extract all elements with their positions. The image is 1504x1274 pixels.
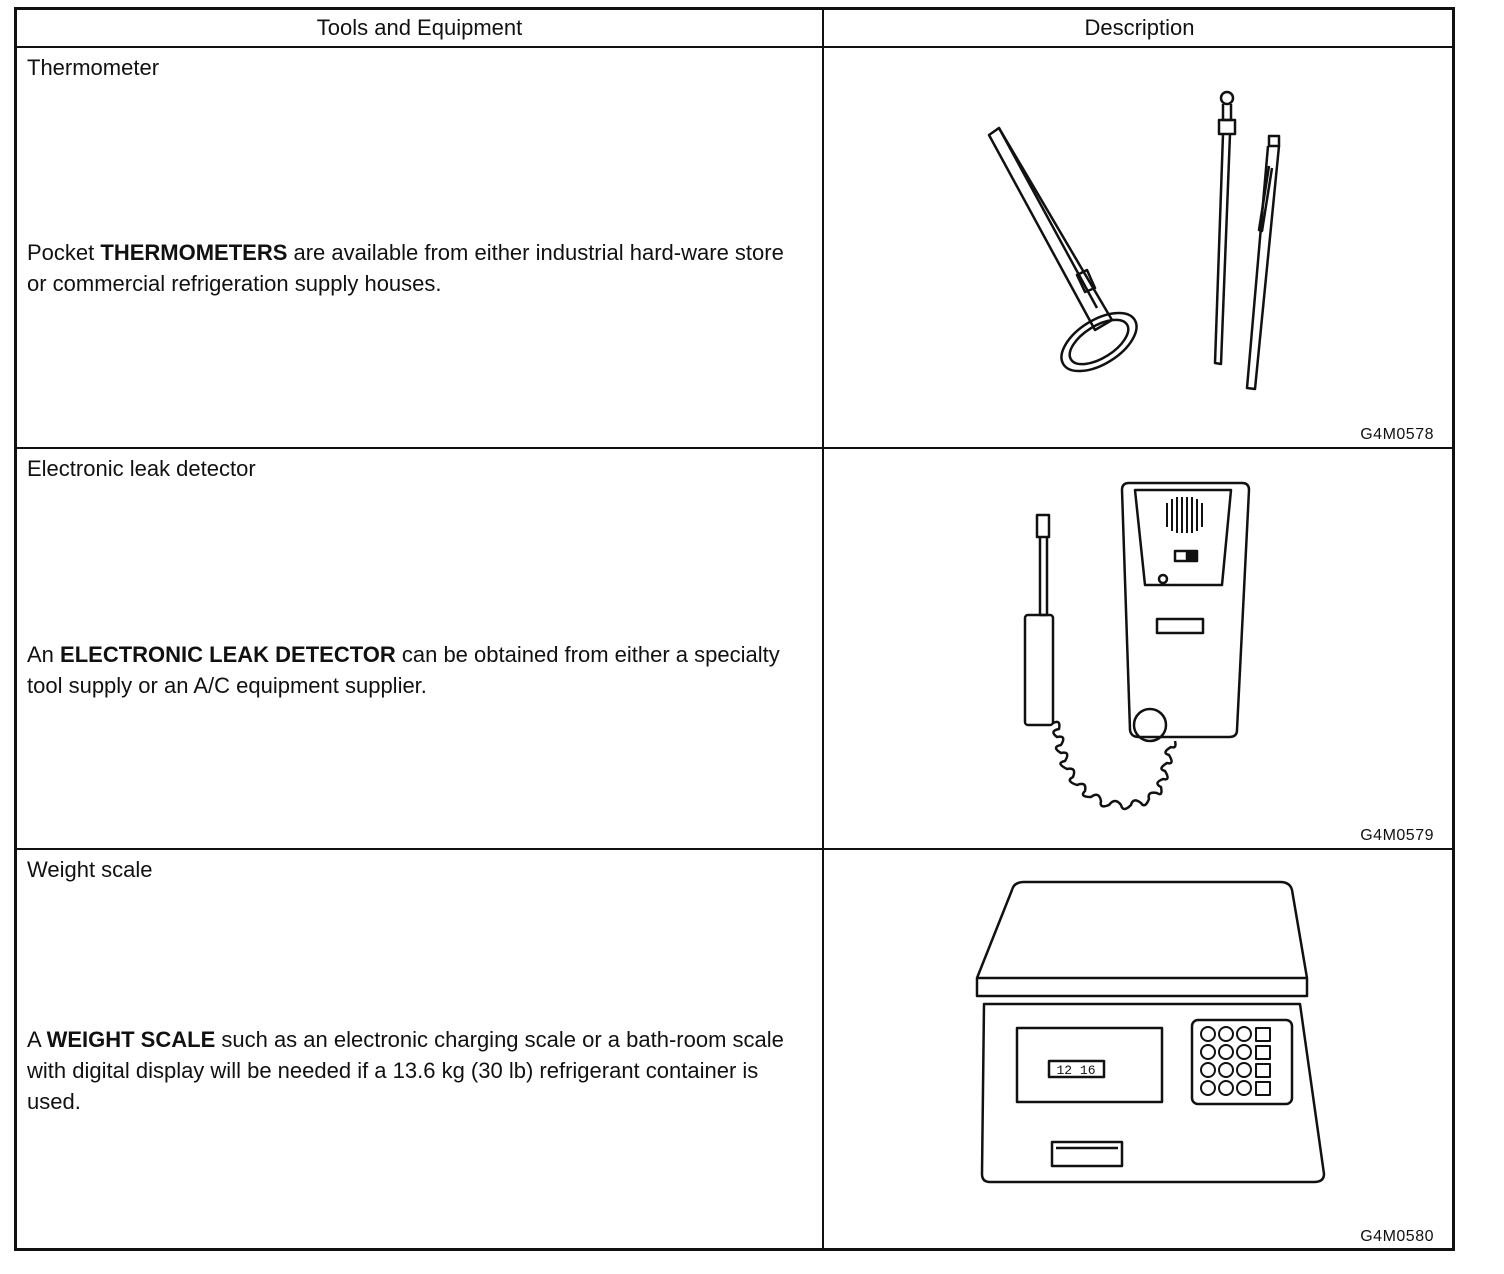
thermometers-illustration [977,80,1297,400]
row-name-leak-detector: Electronic leak detector [27,456,256,481]
header-tools: Tools and Equipment [316,15,523,40]
row-divider-2 [17,848,1452,850]
row-description-thermometer: Pocket THERMOMETERS are available from e… [27,240,784,296]
row-description-leak-detector: An ELECTRONIC LEAK DETECTOR can be obtai… [27,642,780,698]
tools-table: Tools and Equipment Description Thermome… [14,7,1455,1251]
leak-detector-illustration [1017,475,1257,815]
header-description: Description [1084,15,1195,40]
figure-code-leak-detector: G4M0579 [1360,827,1434,844]
figure-code-thermometer: G4M0578 [1360,426,1434,443]
figure-code-weight-scale: G4M0580 [1360,1228,1434,1245]
row-description-weight-scale: A WEIGHT SCALE such as an electronic cha… [27,1027,784,1114]
weight-scale-illustration: 12 16 [962,878,1342,1198]
scale-display-reading: 12 16 [1056,1063,1095,1078]
row-name-weight-scale: Weight scale [27,857,153,882]
row-name-thermometer: Thermometer [27,55,160,80]
header-divider [17,46,1452,48]
column-divider [822,10,824,1248]
row-divider-1 [17,447,1452,449]
